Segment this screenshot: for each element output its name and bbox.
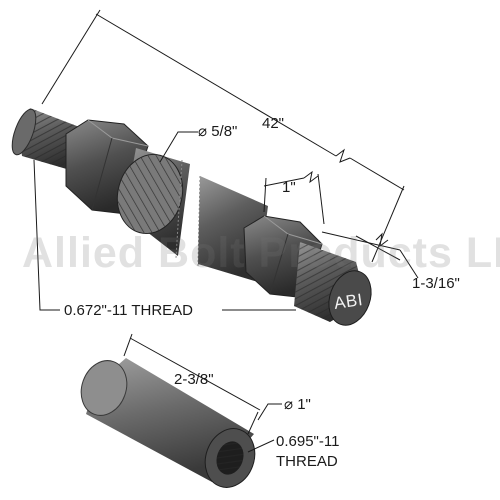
shaft-diameter-label: ⌀ 5/8" (198, 124, 237, 139)
coupling-length-label: 2-3/8" (174, 371, 214, 388)
coupling-thread-label-line2: THREAD (276, 453, 338, 470)
coupling-diameter-symbol-icon: ⌀ (284, 396, 294, 413)
coupling-diameter-leader (257, 403, 282, 421)
stud-thread-leader (33, 159, 60, 311)
coupling-thread-leader (247, 439, 275, 453)
dim-42-extension-right (371, 185, 405, 263)
shaft-diameter-leader (159, 131, 198, 163)
coupling-diameter-value: 1" (297, 396, 311, 413)
coupling-thread-label-line1: 0.695"-11 (276, 433, 340, 450)
break-line-left (175, 159, 183, 259)
thread-length-label: 1-3/16" (412, 275, 460, 292)
watermark: Allied Bolt Products LLC (22, 229, 500, 277)
nut-width-label: 1" (282, 179, 296, 196)
dim-42-extension-left (41, 9, 101, 105)
diameter-symbol-icon: ⌀ (198, 123, 208, 140)
shaft-diameter-value: 5/8" (211, 123, 238, 140)
dim-42-line (95, 13, 337, 157)
abi-logo: ABI (332, 290, 365, 313)
overall-length-label: 42" (262, 115, 285, 132)
dimension-lines (33, 9, 419, 311)
coupling-nut (80, 358, 256, 488)
right-thread (294, 242, 372, 326)
coupling-diameter-label: ⌀ 1" (284, 397, 311, 412)
stud-bolt (11, 108, 372, 326)
coupling-dimension-lines (123, 333, 282, 453)
left-shaft (116, 148, 190, 256)
dim-42-break (335, 148, 351, 163)
stud-thread-label: 0.672"-11 THREAD (64, 302, 193, 319)
